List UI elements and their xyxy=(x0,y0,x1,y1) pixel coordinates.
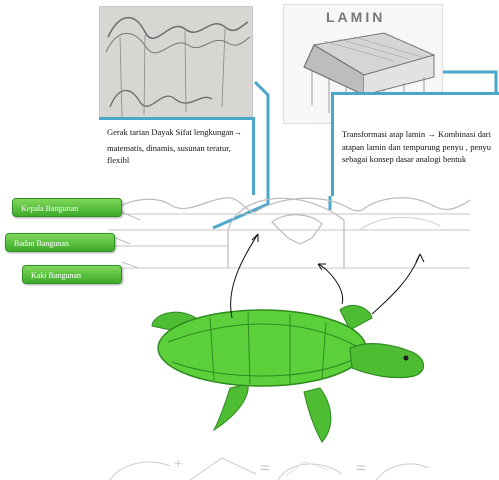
foot-building-label: Kaki Bangunan xyxy=(22,265,122,284)
equation-plus: + xyxy=(174,456,182,473)
head-building-label: Kepala Bangunan xyxy=(12,198,122,217)
equation-equals-2: = xyxy=(356,458,366,479)
equation-equals-1: = xyxy=(260,458,270,479)
body-building-label: Badan Bangunan xyxy=(5,233,115,252)
